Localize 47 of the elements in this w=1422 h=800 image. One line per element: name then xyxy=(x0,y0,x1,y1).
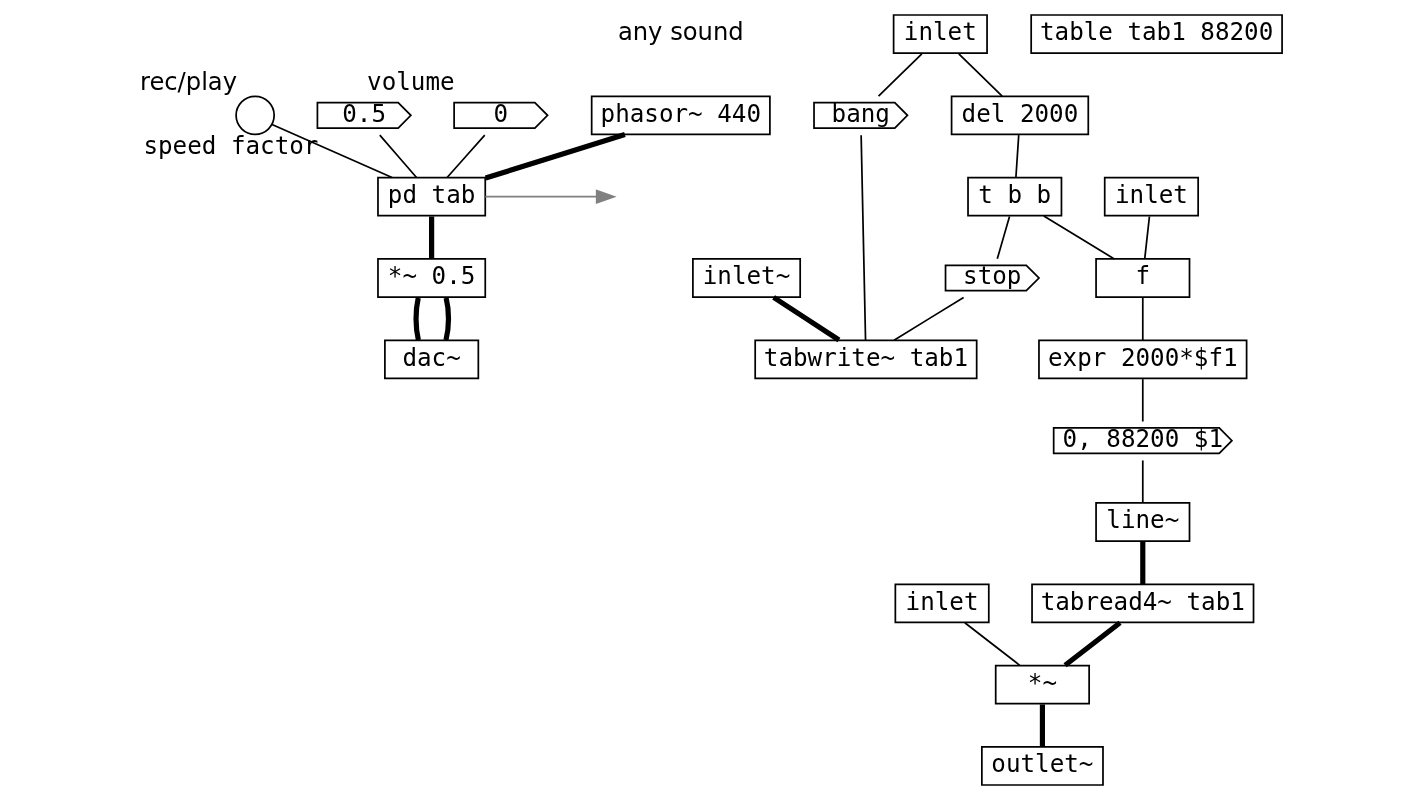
node-box: expr 2000*$f1 xyxy=(1037,339,1247,380)
connector xyxy=(1139,541,1145,585)
node-box: inlet xyxy=(894,583,990,624)
node-box: line~ xyxy=(1094,502,1190,542)
connector xyxy=(442,297,451,341)
connector xyxy=(771,295,840,343)
node-box: outlet~ xyxy=(980,746,1104,786)
node-box: phasor~ 440 xyxy=(590,95,771,136)
connector xyxy=(1039,704,1045,747)
connector xyxy=(877,52,923,98)
connector xyxy=(1042,215,1115,260)
arrow xyxy=(483,189,617,204)
connector xyxy=(484,132,626,181)
node-box: tabwrite~ tab1 xyxy=(753,339,978,380)
node-box: inlet~ xyxy=(691,258,801,298)
node-label: speed factor xyxy=(142,131,318,160)
node-box: f xyxy=(1094,258,1190,298)
connector xyxy=(1141,459,1144,504)
connector xyxy=(1063,620,1122,668)
connector xyxy=(892,296,964,342)
connector xyxy=(1143,215,1150,260)
connector xyxy=(957,52,1003,98)
node-circle xyxy=(234,95,275,136)
connector xyxy=(995,215,1010,260)
connector xyxy=(1141,296,1144,342)
node-label: volume xyxy=(366,67,455,96)
node-box: inlet xyxy=(892,14,988,54)
connector xyxy=(1141,378,1144,423)
node-box: *~ xyxy=(994,664,1090,705)
node-label: rec/play xyxy=(139,67,237,96)
node-box: inlet xyxy=(1103,176,1199,217)
label: any sound xyxy=(617,18,744,47)
connector xyxy=(270,123,393,179)
connector xyxy=(445,134,486,179)
node-box: t b b xyxy=(966,176,1062,217)
node-box: pd tab xyxy=(376,176,486,217)
connector xyxy=(859,134,866,341)
node-box: tabread4~ tab1 xyxy=(1030,583,1254,624)
connector xyxy=(428,216,434,259)
node-box: table tab1 88200 xyxy=(1029,14,1283,54)
node-box: dac~ xyxy=(383,339,479,380)
connector xyxy=(412,297,421,341)
connector xyxy=(1014,134,1020,179)
connector xyxy=(378,134,417,179)
node-box: del 2000 xyxy=(950,95,1089,136)
connector xyxy=(963,621,1021,667)
node-box: *~ 0.5 xyxy=(376,258,486,298)
